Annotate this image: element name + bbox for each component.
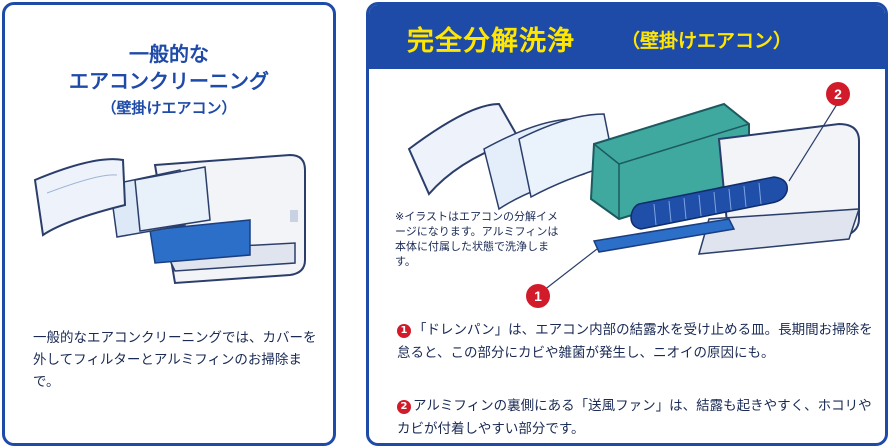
general-aircon-illustration: [33, 153, 306, 285]
callout-2-badge: 2: [826, 82, 850, 106]
general-cleaning-panel: 一般的な エアコンクリーニング （壁掛けエアコン） 一般的なエアコンクリーニング…: [2, 2, 336, 446]
desc2-number-badge: 2: [397, 400, 411, 414]
general-description: 一般的なエアコンクリーニングでは、カバーを外してフィルターとアルミフィンのお掃除…: [33, 330, 317, 390]
illustration-note: ※イラストはエアコンの分解イメージになります。アルミフィンは本体に付属した状態で…: [395, 210, 559, 268]
full-disassembly-panel: 完全分解洗浄 （壁掛けエアコン） 1: [366, 2, 888, 446]
disassembly-illustration: [407, 100, 861, 295]
full-disassembly-subtitle: （壁掛けエアコン）: [621, 30, 793, 52]
general-title-line1: 一般的な: [129, 42, 209, 66]
general-title-line3: （壁掛けエアコン）: [101, 99, 237, 117]
desc1-number-badge: 1: [397, 324, 411, 338]
general-title-line2: エアコンクリーニング: [69, 69, 269, 93]
desc2-text: アルミフィンの裏側にある「送風ファン」は、結露も起きやすく、ホコリやカビが付着し…: [397, 398, 872, 437]
full-disassembly-title: 完全分解洗浄: [407, 26, 575, 57]
drain-pan-description: 1「ドレンパン」は、エアコン内部の結露水を受け止める皿。長期間お掃除を怠ると、こ…: [397, 319, 879, 365]
desc1-text: 「ドレンパン」は、エアコン内部の結露水を受け止める皿。長期間お掃除を怠ると、この…: [397, 322, 873, 361]
callout-1-label: 1: [534, 288, 542, 304]
callout-1-badge: 1: [526, 284, 550, 308]
full-disassembly-header: 完全分解洗浄 （壁掛けエアコン）: [369, 5, 885, 69]
callout-2-label: 2: [834, 86, 842, 102]
